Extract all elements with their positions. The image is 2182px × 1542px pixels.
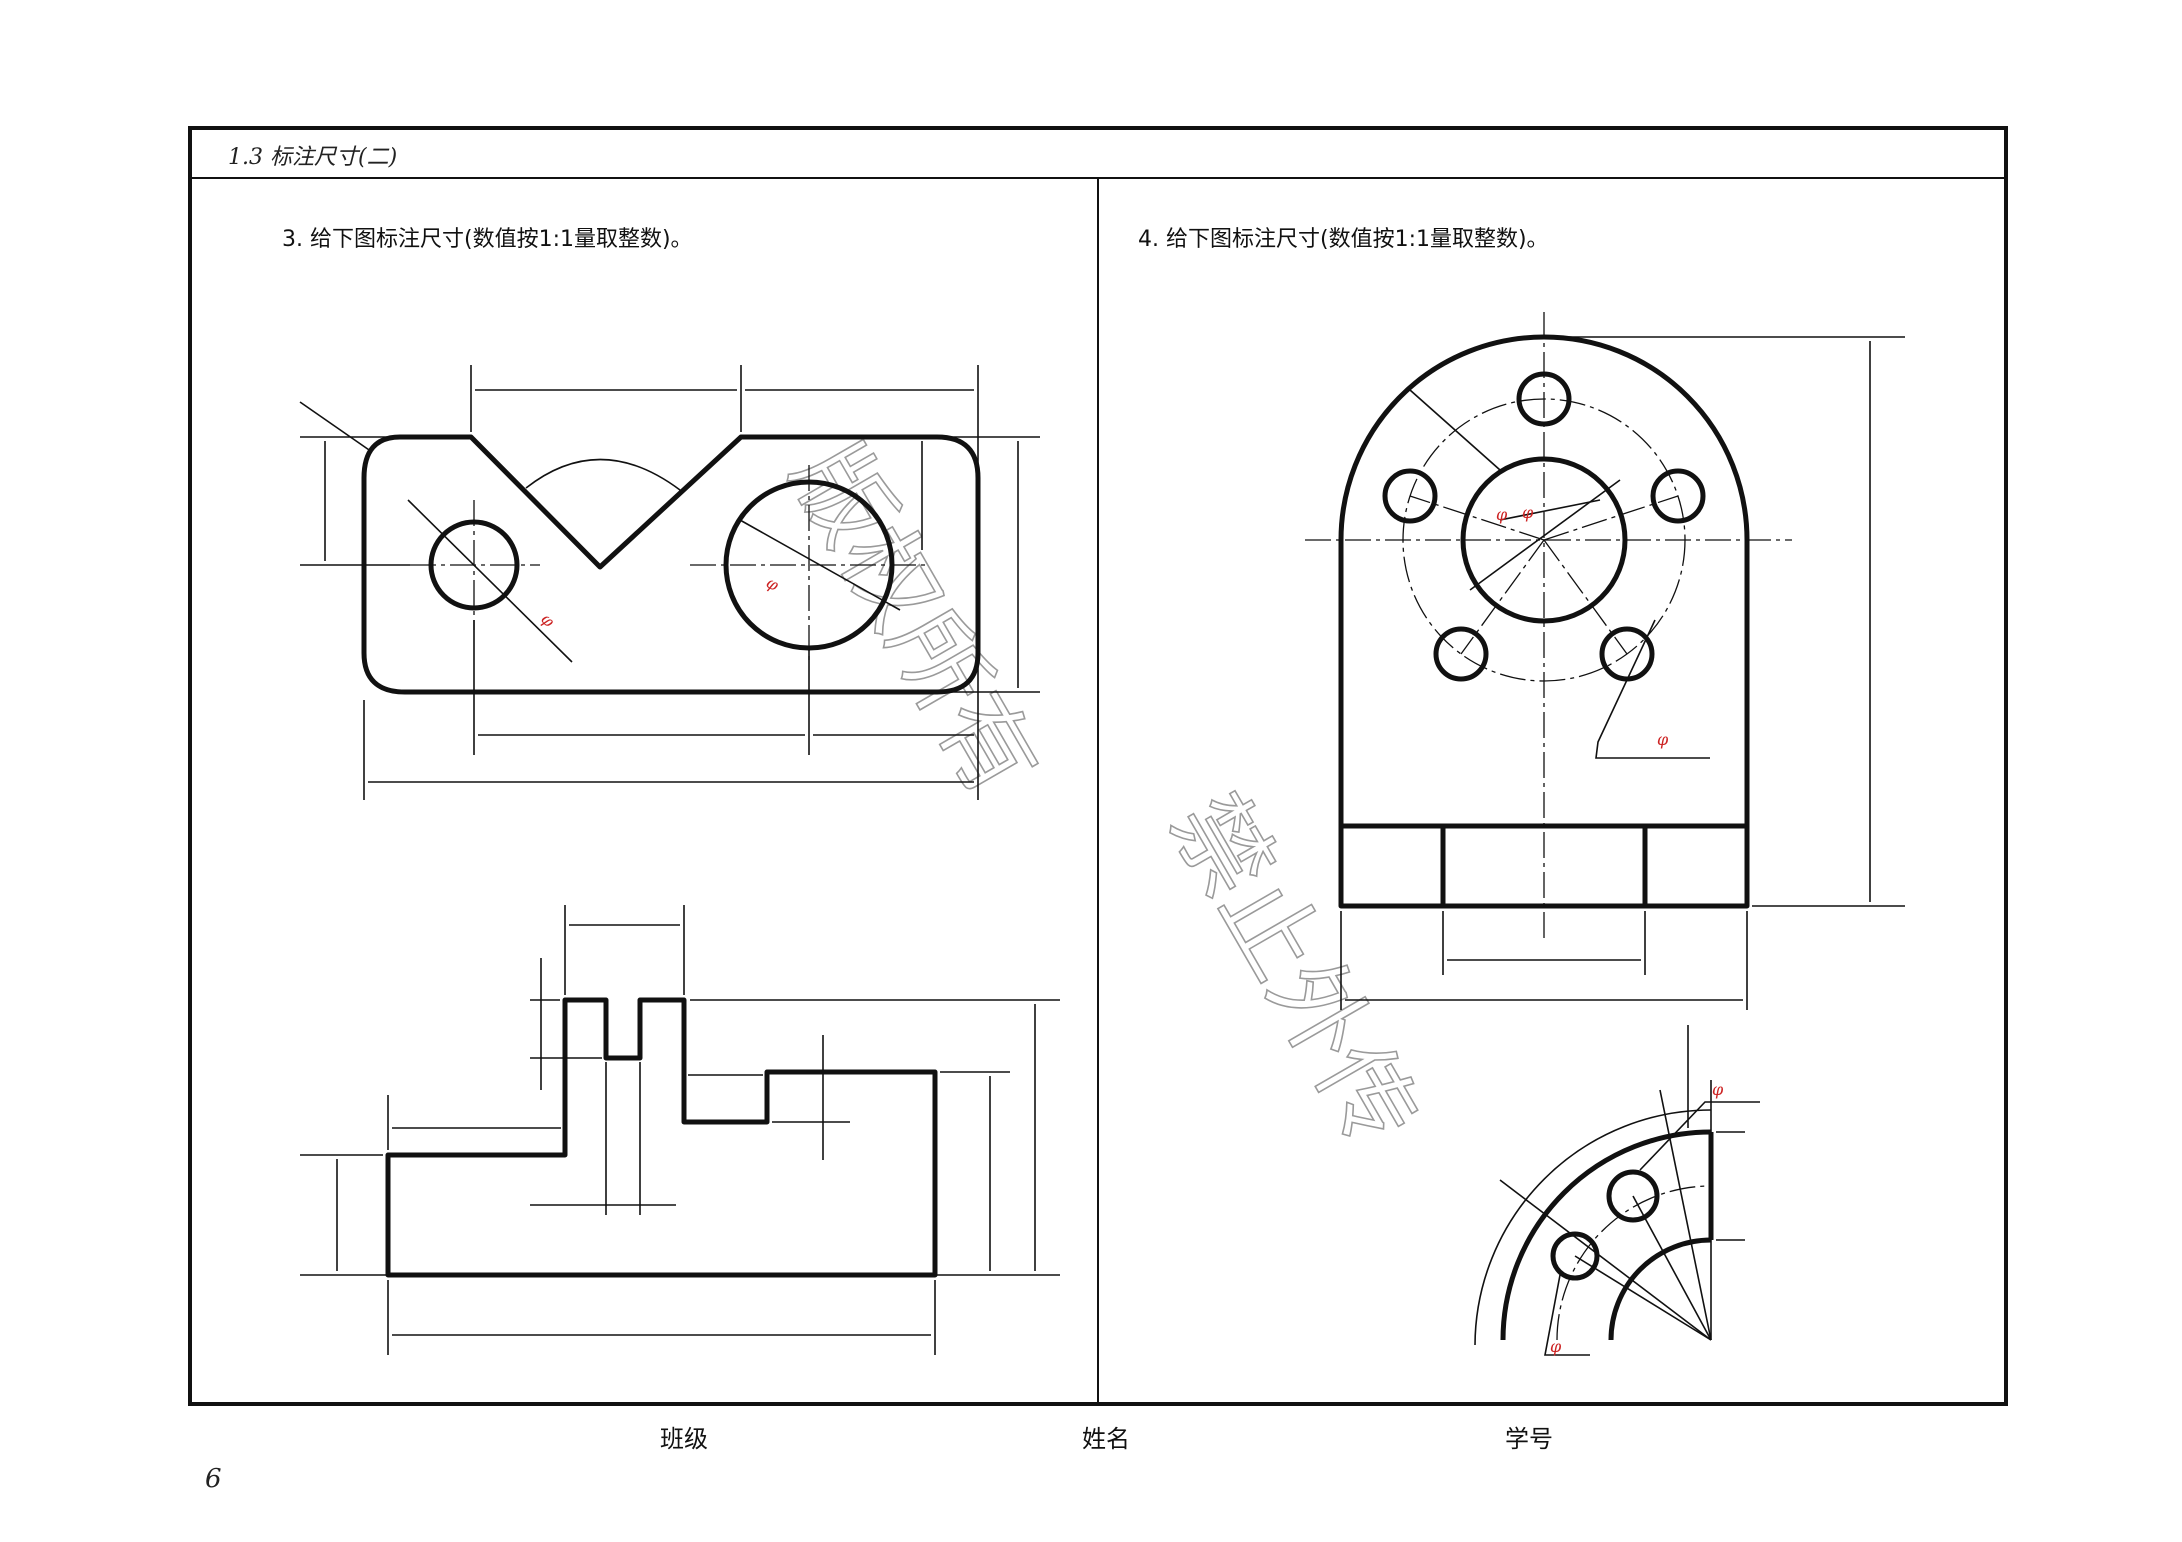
drawing-flange-bracket: φ φ φ	[1305, 312, 1905, 1010]
phi-note-arc-hole-b: φ	[1550, 1337, 1562, 1356]
phi-note-bore-a: φ	[1496, 505, 1508, 524]
problem-4-prompt: 4. 给下图标注尺寸(数值按1:1量取整数)。	[1138, 227, 1549, 252]
phi-note-small-hole: φ	[537, 609, 559, 631]
page-number: 6	[205, 1464, 222, 1494]
name-label: 姓名	[1082, 1425, 1130, 1453]
phi-note-arc-hole-a: φ	[1712, 1080, 1724, 1099]
sheet-frame	[188, 126, 2008, 1406]
problem-3-prompt: 3. 给下图标注尺寸(数值按1:1量取整数)。	[282, 227, 693, 252]
watermark-text-b: 禁止外传	[1150, 776, 1439, 1165]
phi-note-large-hole: φ	[763, 573, 783, 595]
class-label: 班级	[660, 1425, 708, 1453]
student-id-label: 学号	[1505, 1425, 1553, 1453]
phi-note-bore-b: φ	[1522, 503, 1534, 522]
drawing-stepped-block	[300, 905, 1060, 1355]
drawing-quarter-arc: φ φ	[1474, 1025, 1760, 1356]
section-title: 1.3 标注尺寸(二)	[228, 145, 397, 170]
phi-note-hole: φ	[1657, 730, 1669, 749]
